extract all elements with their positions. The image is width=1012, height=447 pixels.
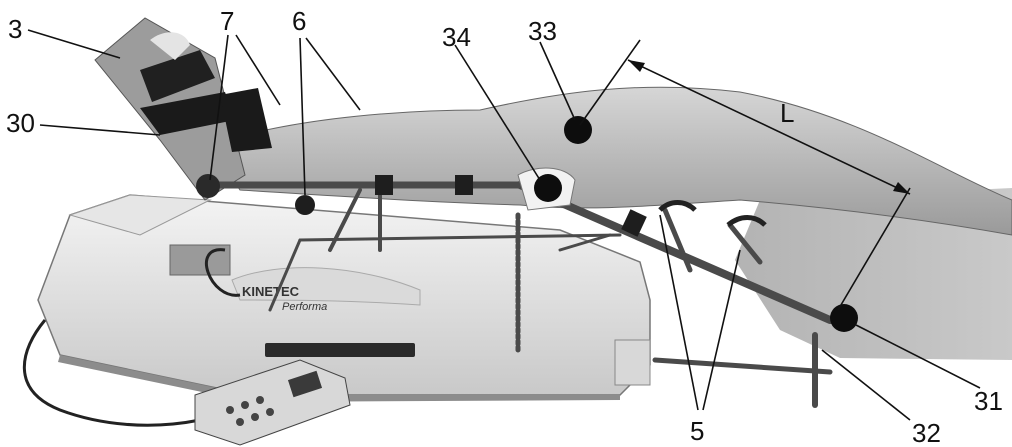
callout-6: 6 bbox=[292, 6, 306, 36]
dimension-L bbox=[627, 59, 911, 195]
callout-7: 7 bbox=[220, 6, 234, 36]
remote-control bbox=[22, 248, 351, 446]
pants bbox=[735, 188, 1012, 360]
marker-dot-31 bbox=[830, 304, 858, 332]
foot-support bbox=[94, 17, 272, 201]
callout-30: 30 bbox=[6, 108, 35, 138]
leader-lines bbox=[27, 29, 981, 421]
callout-32: 32 bbox=[912, 418, 941, 447]
callout-L: L bbox=[780, 98, 794, 128]
callout-34: 34 bbox=[442, 22, 471, 52]
marker-dot-34 bbox=[534, 174, 562, 202]
marker-dot-33 bbox=[564, 116, 592, 144]
callout-31: 31 bbox=[974, 386, 1003, 416]
callout-3: 3 bbox=[8, 14, 22, 44]
callout-33: 33 bbox=[528, 16, 557, 46]
brand-text: KINETEC bbox=[242, 284, 300, 299]
model-text: Performa bbox=[282, 301, 327, 313]
callout-5: 5 bbox=[690, 416, 704, 446]
